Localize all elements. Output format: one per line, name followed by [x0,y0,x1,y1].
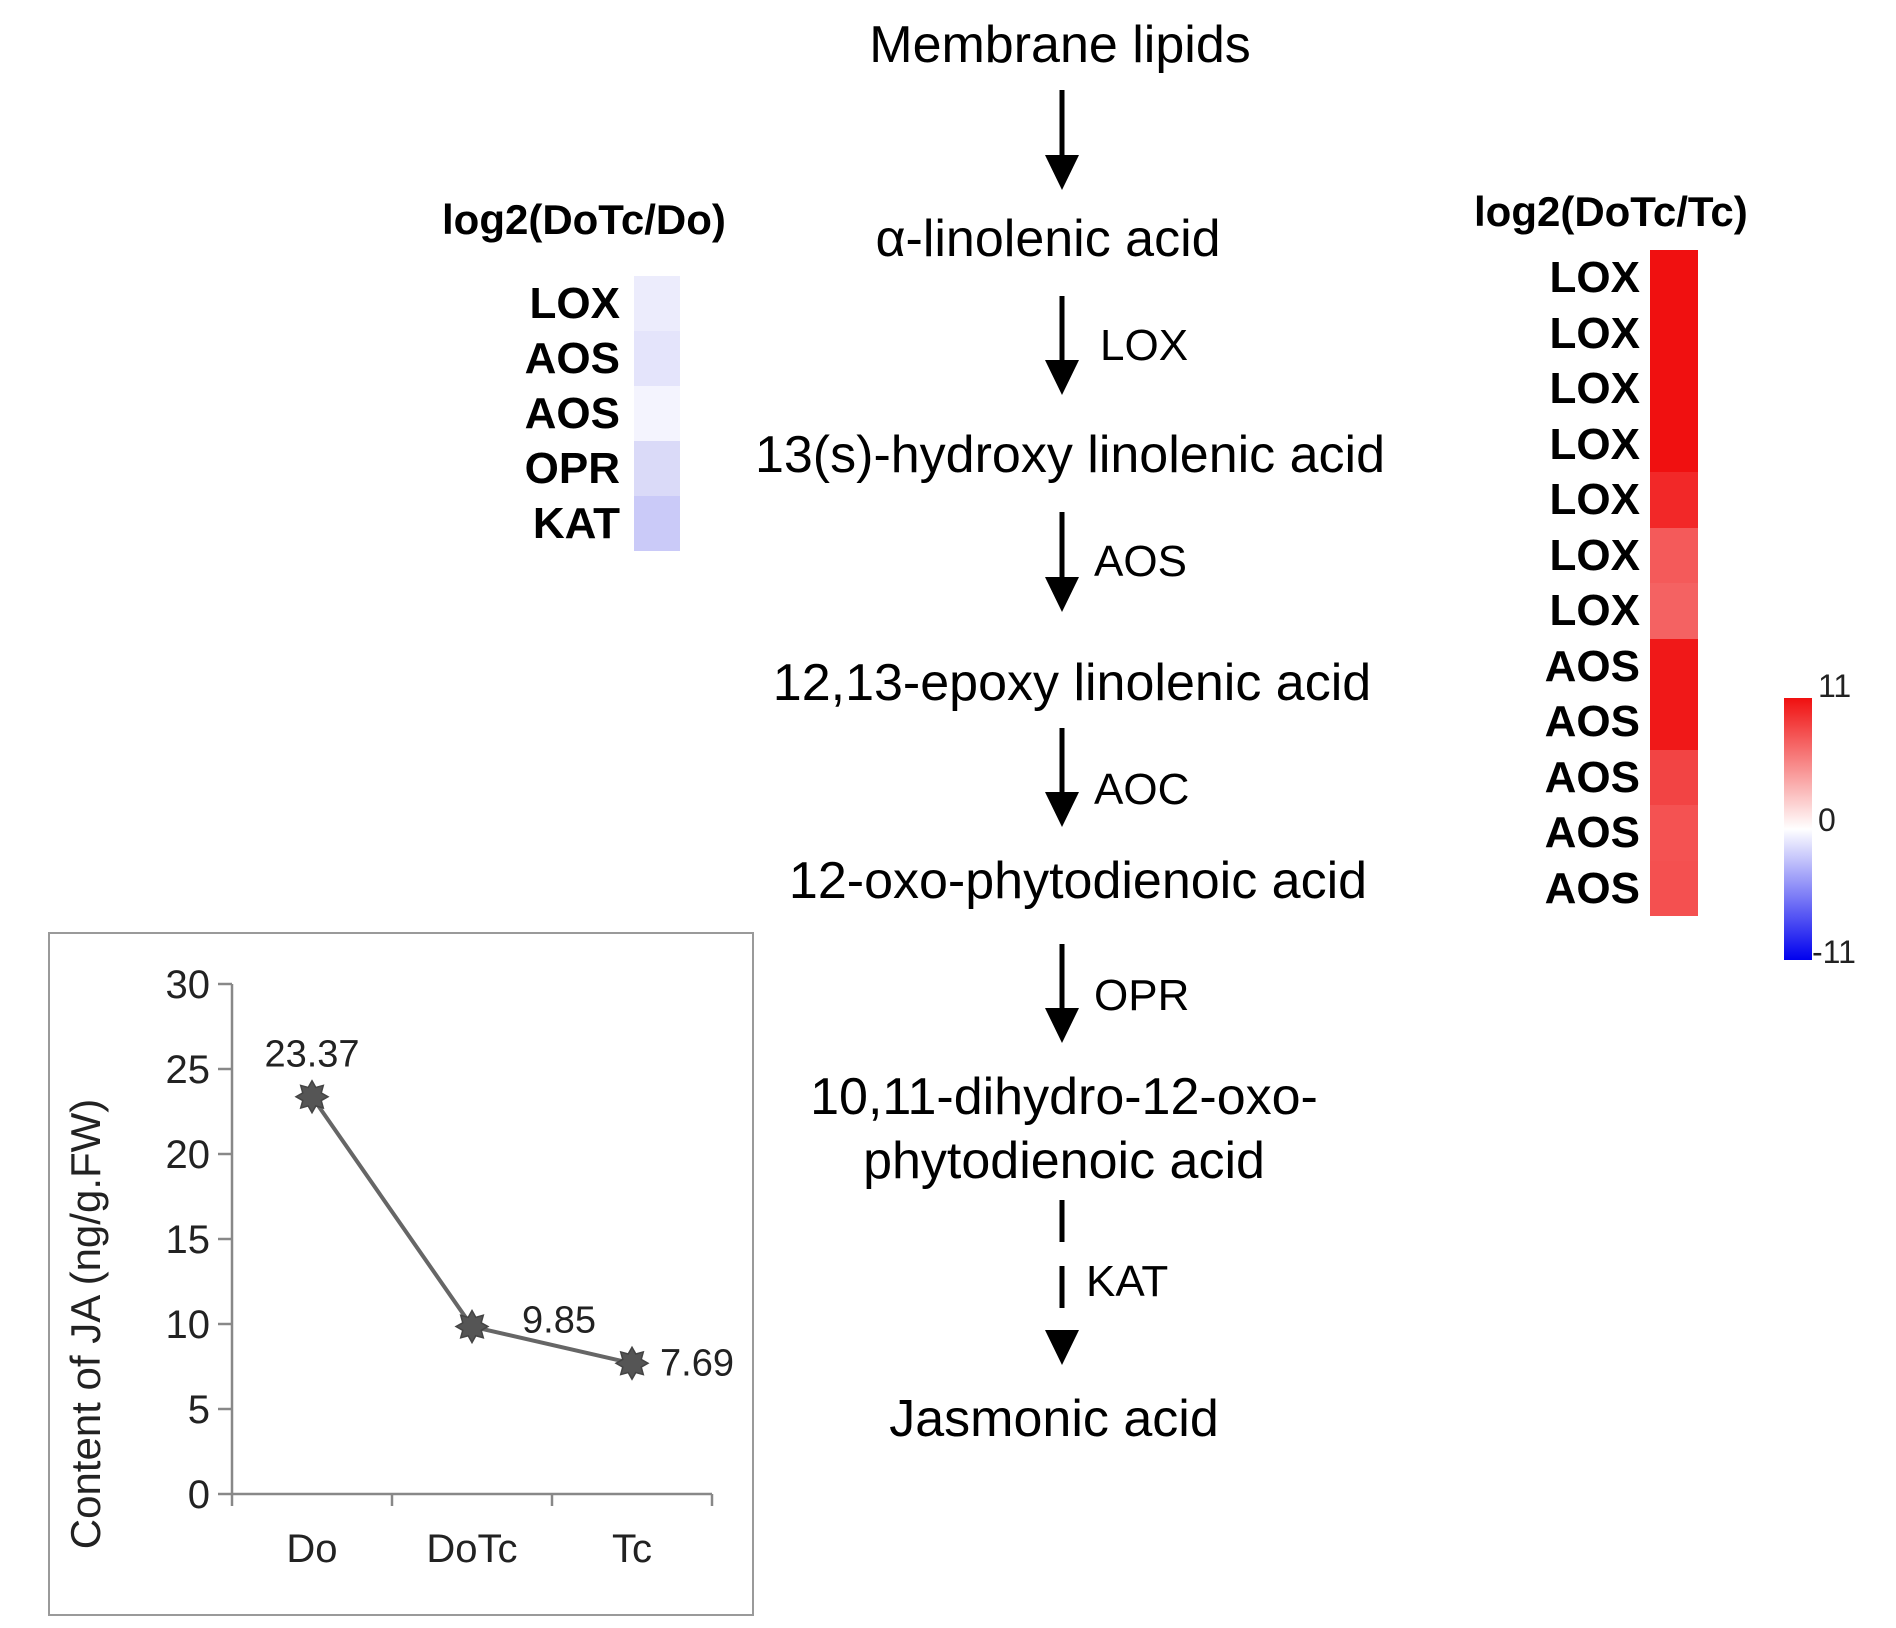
y-tick-label: 15 [166,1218,211,1262]
right-heatmap-row-label: LOX [1549,530,1640,580]
y-tick-label: 20 [166,1133,211,1177]
right-heatmap-row-label: LOX [1549,586,1640,635]
arrow-6-head [1045,1330,1079,1365]
compound-12-oxo-phytodienoic-acid: 12-oxo-phytodienoic acid [789,852,1367,910]
color-scale-min-label: -11 [1812,934,1856,970]
ja-series: 23.37 9.85 7.69 [264,1034,734,1385]
left-heatmap-cell [634,331,680,386]
left-heatmap-row-label: LOX [529,279,620,328]
left-heatmap-cell [634,496,680,551]
right-heatmap-row-label: LOX [1549,475,1640,524]
right-heatmap-cell [1650,638,1698,694]
arrow-4-head [1045,792,1079,827]
ja-data-label: 23.37 [264,1034,359,1076]
compound-13s-hydroxy-linolenic-acid: 13(s)-hydroxy linolenic acid [755,426,1385,484]
left-heatmap-row-label: OPR [524,444,620,493]
left-heatmap-title: log2(DoTc/Do) [442,196,726,243]
right-heatmap-cell [1650,805,1698,861]
right-heatmap-cell [1650,527,1698,583]
compound-alpha-linolenic-acid: α-linolenic acid [875,210,1220,268]
enzyme-lox: LOX [1100,321,1188,370]
x-axis: Do DoTc Tc [230,1492,714,1571]
right-heatmap-cell [1650,472,1698,528]
arrow-1-head [1045,155,1079,190]
x-tick-label: DoTc [426,1527,517,1571]
ja-data-point [614,1345,650,1381]
x-tick-label: Do [286,1527,337,1571]
y-axis-label: Content of JA (ng/g.FW) [62,1099,109,1550]
right-heatmap-row-label: AOS [1544,641,1640,691]
compound-12-13-epoxy-linolenic-acid: 12,13-epoxy linolenic acid [773,654,1371,712]
left-heatmap-row-label: AOS [524,334,620,383]
ja-data-point [454,1309,490,1345]
compound-membrane-lipids: Membrane lipids [869,16,1251,74]
right-heatmap-row-label: LOX [1549,253,1640,302]
right-heatmap-row-label: LOX [1549,308,1640,358]
arrow-2-head [1045,360,1079,395]
compound-dihydro-line2: phytodienoic acid [863,1132,1265,1190]
right-heatmap-cell [1650,749,1698,805]
left-heatmap-cell [634,441,680,496]
right-heatmap-row-label: LOX [1549,364,1640,413]
y-tick-label: 0 [188,1473,210,1517]
right-heatmap-cell [1650,583,1698,639]
right-heatmap-cell [1650,860,1698,916]
right-heatmap-cell [1650,694,1698,750]
enzyme-opr: OPR [1094,971,1189,1020]
enzyme-kat: KAT [1086,1257,1168,1306]
color-scale-bar [1784,698,1812,960]
right-heatmap-cell [1650,416,1698,472]
right-heatmap-row-label: AOS [1544,808,1640,857]
right-heatmap-row-label: AOS [1544,752,1640,802]
right-heatmap-row-label: AOS [1544,697,1640,746]
arrow-3-head [1045,577,1079,612]
ja-content-chart-box: 0 5 10 15 20 25 30 Do DoTc Tc 23.37 9.85 7.69 Cont… [48,932,754,1616]
compound-jasmonic-acid: Jasmonic acid [889,1390,1218,1448]
right-heatmap-cell [1650,250,1698,306]
y-tick-label: 5 [188,1388,210,1432]
compound-dihydro-line1: 10,11-dihydro-12-oxo- [810,1068,1318,1126]
ja-data-point [294,1079,330,1115]
left-heatmap-row-label: KAT [532,499,620,548]
right-heatmap-row-label: AOS [1544,863,1640,913]
ja-data-label: 9.85 [522,1300,596,1342]
y-tick-label: 30 [166,963,211,1007]
left-heatmap-cell [634,276,680,331]
y-tick-label: 10 [166,1303,211,1347]
enzyme-aoc: AOC [1094,765,1189,814]
y-tick-label: 25 [166,1048,211,1092]
ja-data-label: 7.69 [660,1342,734,1384]
right-heatmap-cell [1650,361,1698,417]
right-heatmap-row-label: LOX [1549,419,1640,469]
left-heatmap-row-label: AOS [524,389,620,438]
ja-line-chart: 0 5 10 15 20 25 30 Do DoTc Tc 23.37 9.85 7.69 Cont… [62,963,734,1571]
y-axis: 0 5 10 15 20 25 30 [166,963,234,1517]
right-heatmap-cell [1650,305,1698,361]
color-scale-mid-label: 0 [1818,802,1836,838]
x-tick-label: Tc [612,1527,652,1571]
right-heatmap-title: log2(DoTc/Tc) [1474,188,1748,235]
color-scale-max-label: 11 [1818,668,1852,704]
enzyme-aos: AOS [1094,537,1187,586]
left-heatmap-cell [634,386,680,441]
arrow-5-head [1045,1008,1079,1043]
